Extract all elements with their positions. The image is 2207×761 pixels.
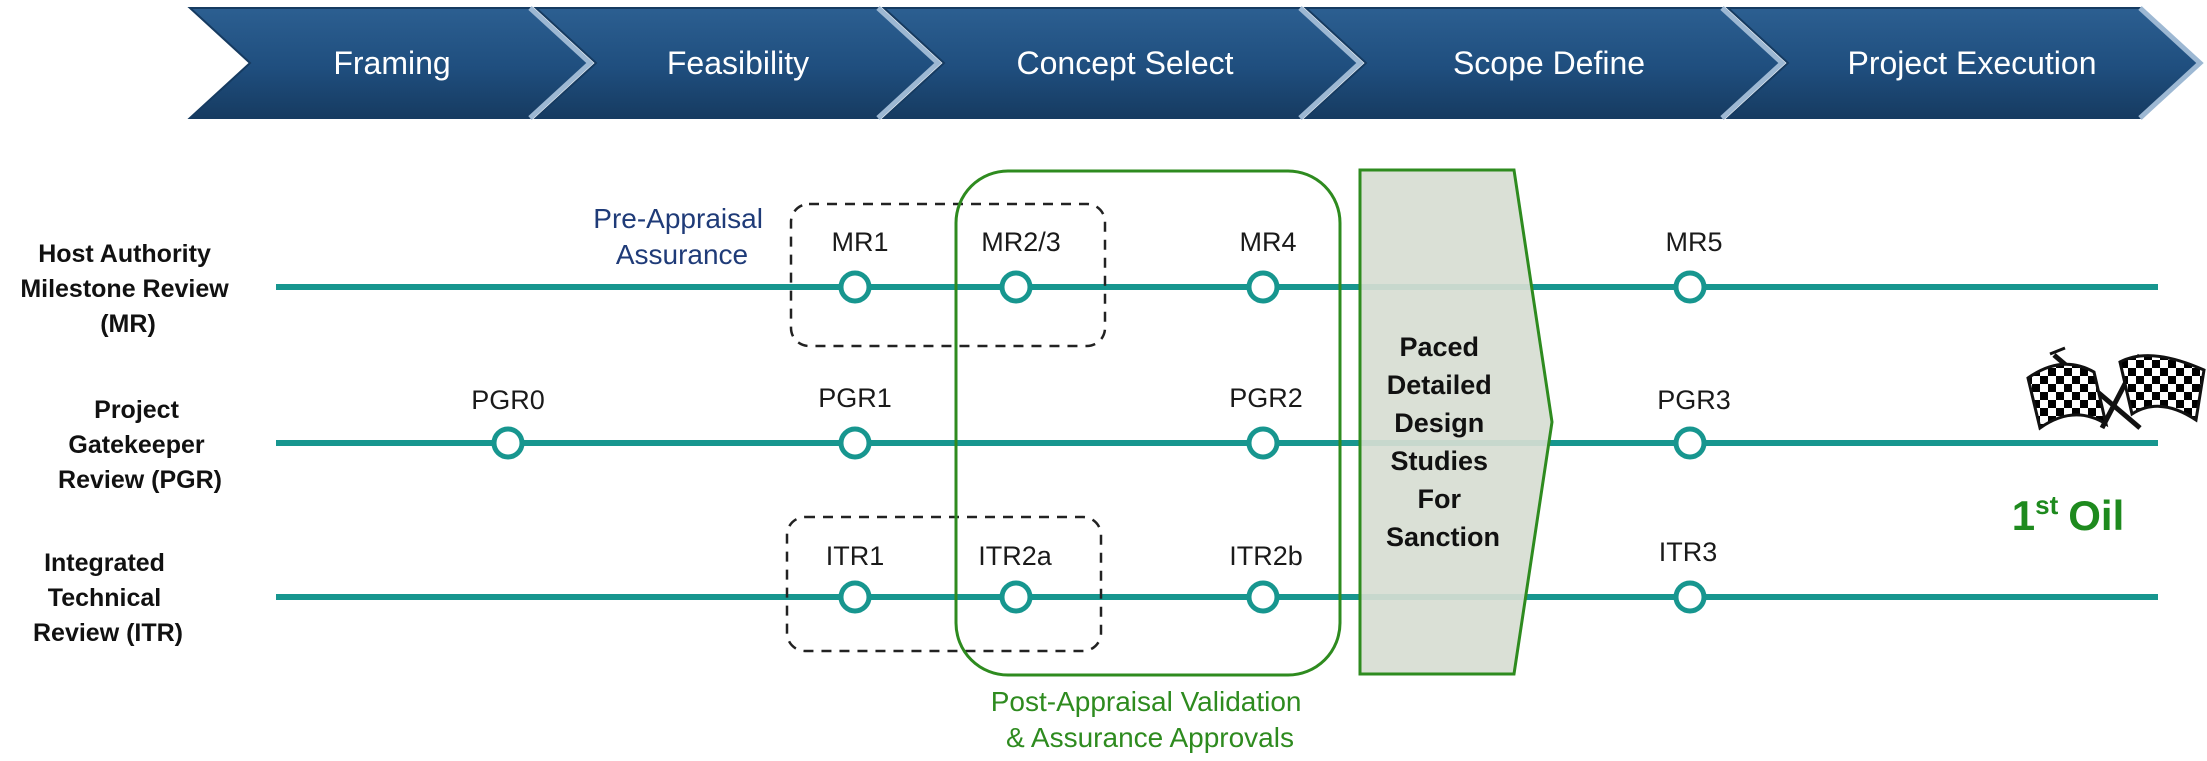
phase-banner: Framing Feasibility Concept Select Scope… — [187, 6, 2204, 120]
milestone-label-itr2b: ITR2b — [1229, 541, 1303, 571]
milestone-node-pgr3 — [1673, 426, 1707, 460]
milestone-node-itr2b — [1246, 580, 1280, 614]
milestone-node-mr4 — [1246, 270, 1280, 304]
milestone-node-pgr2 — [1246, 426, 1280, 460]
row-label-pgr: Project Gatekeeper Review (PGR) — [58, 396, 222, 494]
phase-framing: Framing — [187, 6, 594, 120]
timelines — [276, 284, 2158, 600]
pre-appraisal-box-mr — [789, 202, 1107, 348]
phase-label-feasibility: Feasibility — [667, 45, 809, 81]
row-label-itr: Integrated Technical Review (ITR) — [33, 549, 183, 647]
milestone-label-mr1: MR1 — [831, 227, 888, 257]
pre-appraisal-box-itr — [785, 515, 1103, 653]
milestone-node-mr1 — [838, 270, 872, 304]
checkered-flags-icon — [2026, 346, 2206, 431]
phase-scope-define: Scope Define — [1303, 6, 1786, 120]
milestone-node-itr3 — [1673, 580, 1707, 614]
milestone-node-pgr0 — [491, 426, 525, 460]
milestone-node-itr2a — [999, 580, 1033, 614]
phase-concept-select: Concept Select — [881, 6, 1364, 120]
milestone-node-mr2-3 — [999, 270, 1033, 304]
milestone-label-pgr0: PGR0 — [471, 385, 545, 415]
pre-appraisal-note: Pre-Appraisal Assurance — [593, 203, 770, 270]
milestone-label-mr2-3: MR2/3 — [981, 227, 1061, 257]
phase-label-project-execution: Project Execution — [1847, 45, 2096, 81]
phase-project-execution: Project Execution — [1725, 6, 2204, 120]
row-labels: Host Authority Milestone Review (MR) Pro… — [20, 240, 235, 647]
milestone-label-itr1: ITR1 — [826, 541, 885, 571]
milestone-node-pgr1 — [838, 426, 872, 460]
milestone-node-itr1 — [838, 580, 872, 614]
milestone-label-itr2a: ITR2a — [978, 541, 1053, 571]
milestone-label-mr5: MR5 — [1665, 227, 1722, 257]
sanction-text: Paced Detailed Design Studies For Sancti… — [1386, 332, 1500, 552]
phase-label-scope-define: Scope Define — [1453, 45, 1645, 81]
milestone-label-pgr2: PGR2 — [1229, 383, 1303, 413]
milestone-label-itr3: ITR3 — [1659, 537, 1718, 567]
post-appraisal-note: Post-Appraisal Validation & Assurance Ap… — [991, 686, 1310, 753]
phase-feasibility: Feasibility — [533, 6, 942, 120]
phase-label-framing: Framing — [333, 45, 450, 81]
milestone-label-pgr1: PGR1 — [818, 383, 892, 413]
milestone-nodes — [491, 270, 1707, 614]
sanction-box: Paced Detailed Design Studies For Sancti… — [1358, 168, 1554, 676]
row-label-mr: Host Authority Milestone Review (MR) — [20, 240, 235, 338]
milestone-node-mr5 — [1673, 270, 1707, 304]
milestone-label-mr4: MR4 — [1239, 227, 1296, 257]
post-appraisal-box — [954, 169, 1342, 677]
milestone-label-pgr3: PGR3 — [1657, 385, 1731, 415]
milestone-labels: MR1 MR2/3 MR4 MR5 PGR0 PGR1 PGR2 PGR3 IT… — [471, 227, 1731, 571]
phase-label-concept-select: Concept Select — [1016, 45, 1233, 81]
